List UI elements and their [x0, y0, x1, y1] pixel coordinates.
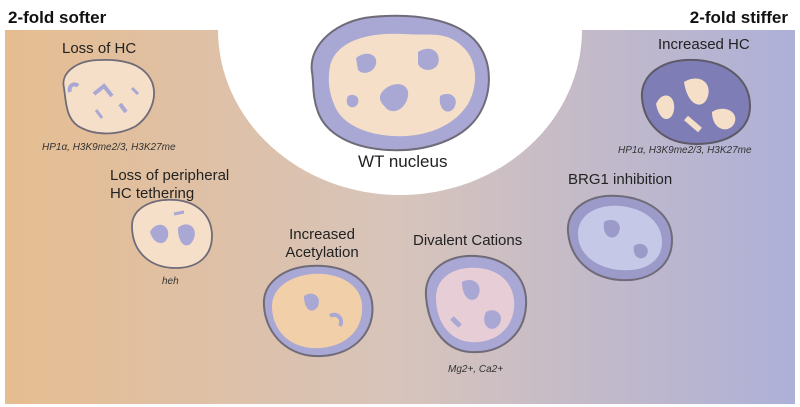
softer-label: 2-fold softer: [8, 8, 107, 27]
loss-of-tethering-markers: heh: [162, 276, 179, 287]
loss-of-hc-title: Loss of HC: [62, 40, 137, 57]
brg1-inhibition-title: BRG1 inhibition: [568, 171, 673, 188]
nucleus-increased-hc: [640, 58, 752, 146]
nucleus-brg1-inhibition: [566, 194, 674, 282]
nucleus-acetylation: [262, 264, 374, 358]
increased-hc-title: Increased HC: [658, 36, 750, 53]
stiffer-label: 2-fold stiffer: [689, 8, 788, 27]
wt-nucleus-title: WT nucleus: [358, 152, 448, 171]
nucleus-loss-of-tethering: [131, 198, 213, 269]
stiffness-band: [5, 30, 795, 404]
wt-nucleus: [310, 14, 490, 152]
loss-of-tethering-title-line2: HC tethering: [110, 185, 195, 202]
divalent-cations-title: Divalent Cations: [413, 232, 523, 249]
nucleus-divalent-cations: [424, 254, 528, 354]
acetylation-title-line2: Acetylation: [285, 244, 359, 261]
increased-hc-markers: HP1α, H3K9me2/3, H3K27me: [618, 145, 752, 156]
loss-of-tethering-title-line1: Loss of peripheral: [110, 167, 230, 184]
nucleus-loss-of-hc: [62, 58, 155, 135]
loss-of-hc-markers: HP1α, H3K9me2/3, H3K27me: [42, 142, 176, 153]
acetylation-title-line1: Increased: [289, 226, 355, 243]
divalent-cations-markers: Mg2+, Ca2+: [448, 364, 504, 375]
